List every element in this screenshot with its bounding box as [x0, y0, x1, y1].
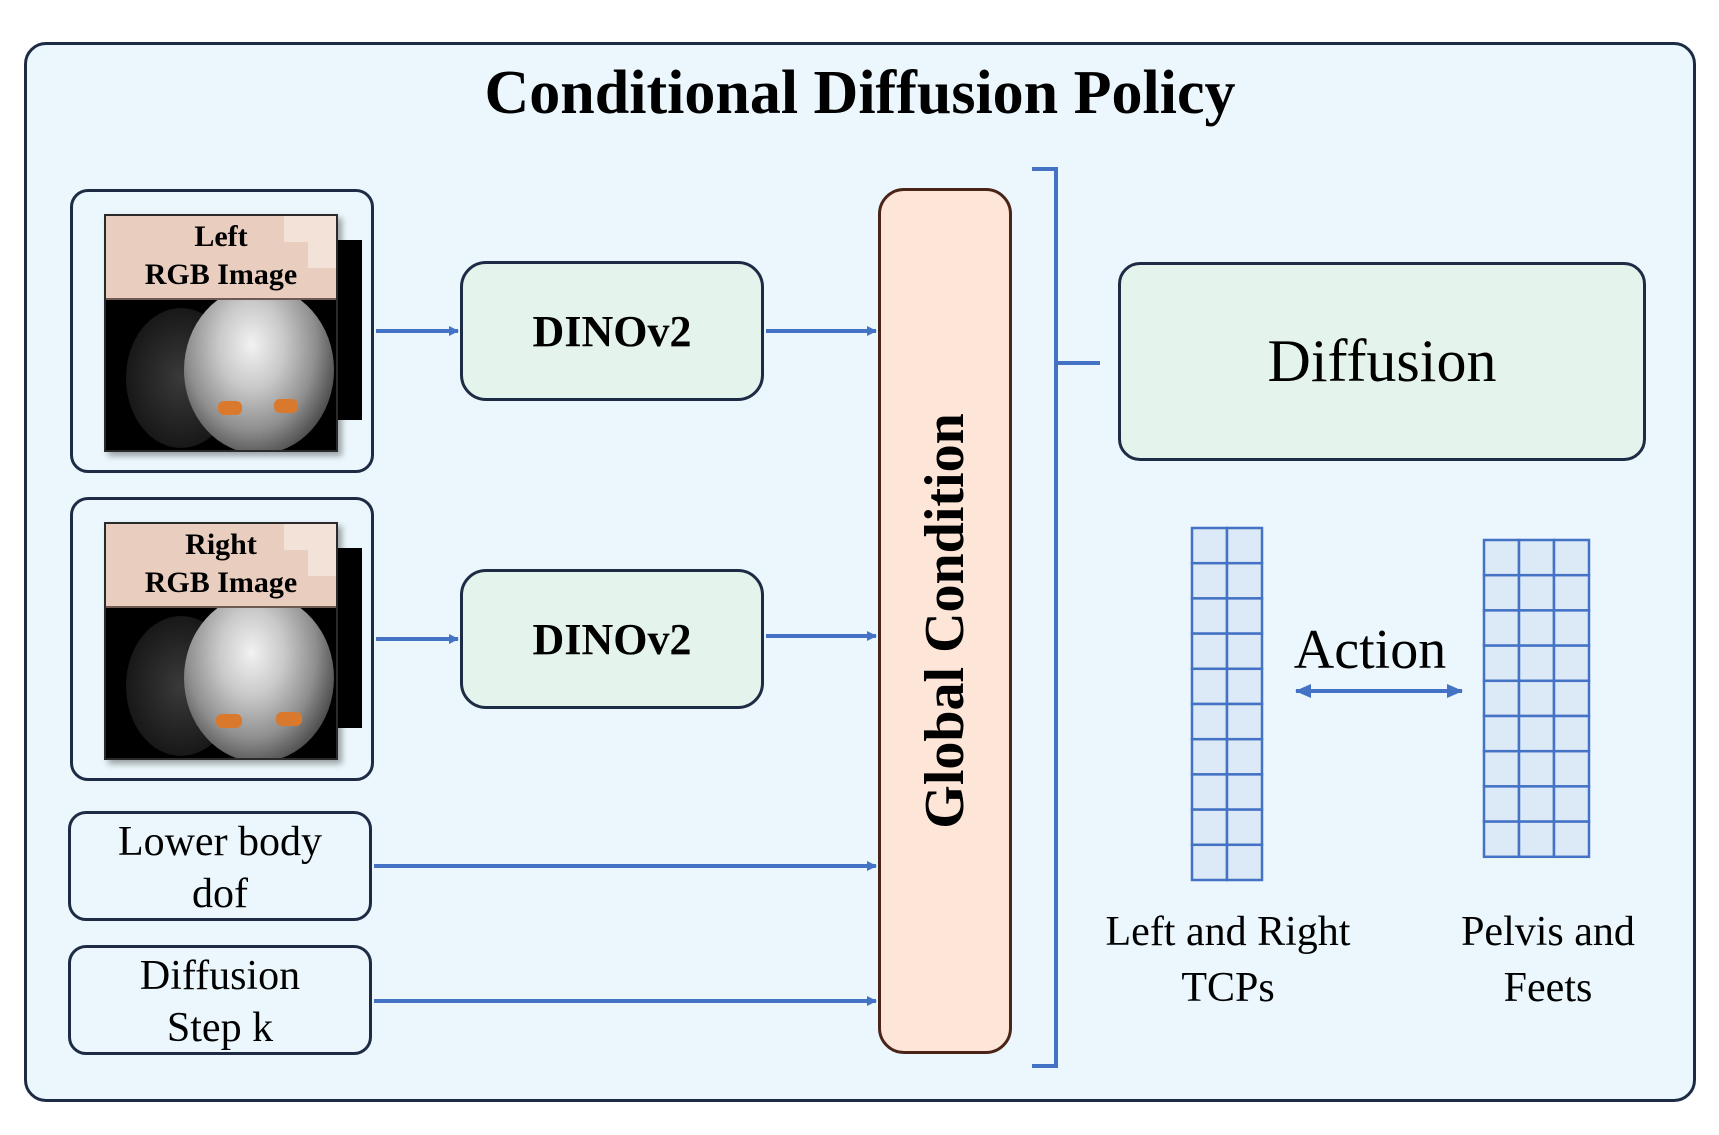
diagram-title: Conditional Diffusion Policy — [484, 59, 1236, 127]
action-grids — [1190, 526, 1591, 882]
tcp-action-grid-cell — [1190, 561, 1229, 600]
lower-body-line2: dof — [192, 871, 248, 917]
right-banner-highlight-2 — [308, 550, 336, 576]
diffusion-step-line1: Diffusion — [139, 953, 301, 999]
tcp-action-grid-cell — [1225, 808, 1264, 847]
diffusion-step-line2: Step k — [166, 1005, 274, 1051]
tcp-action-grid-cell — [1190, 632, 1229, 671]
diffusion-step-box: Diffusion Step k — [68, 945, 372, 1055]
right-gripper-right — [276, 712, 302, 726]
pelvis-action-grid-cell — [1482, 679, 1521, 718]
pelvis-action-grid-cell — [1517, 609, 1556, 647]
pelvis-action-grid-cell — [1552, 644, 1591, 683]
left-gripper-right — [274, 399, 298, 413]
dinov2-encoder-top: DINOv2 — [460, 261, 764, 401]
dinov2-encoder-bottom: DINOv2 — [460, 569, 764, 709]
left-banner-highlight-2 — [308, 242, 336, 268]
tcp-action-grid-cell — [1190, 667, 1229, 706]
condition-bracket — [1032, 167, 1100, 1068]
left-image-label-line2: RGB Image — [144, 258, 298, 291]
pelvis-action-grid-cell — [1482, 573, 1521, 612]
left-fisheye-view — [184, 286, 334, 450]
pelvis-action-grid-cell — [1552, 714, 1591, 753]
tcp-action-grid-cell — [1225, 773, 1264, 811]
right-image-label-line1: Right — [185, 528, 257, 561]
left-gripper-left — [218, 401, 242, 415]
pelvis-action-grid-cell — [1517, 749, 1556, 788]
pelvis-caption-line1: Pelvis and — [1461, 909, 1635, 955]
tcp-action-grid — [1190, 526, 1264, 882]
tcp-action-grid-cell — [1225, 667, 1264, 706]
tcp-action-grid-cell — [1225, 526, 1264, 565]
tcp-action-grid-cell — [1190, 702, 1229, 741]
tcp-action-grid-cell — [1190, 737, 1229, 776]
pelvis-action-grid-cell — [1482, 714, 1521, 753]
tcp-action-grid-cell — [1190, 808, 1229, 847]
tcp-action-grid-cell — [1190, 526, 1229, 565]
tcp-action-grid-cell — [1225, 843, 1264, 882]
global-condition-block — [878, 188, 1012, 1054]
right-image-label-line2: RGB Image — [144, 566, 298, 599]
pelvis-action-grid-cell — [1517, 679, 1556, 718]
pelvis-action-grid-cell — [1517, 644, 1556, 683]
tcp-action-grid-cell — [1190, 843, 1229, 882]
pelvis-action-grid-cell — [1517, 573, 1556, 612]
pelvis-action-grid — [1482, 538, 1591, 859]
tcp-action-grid-cell — [1225, 632, 1264, 671]
pelvis-action-grid-cell — [1552, 679, 1591, 718]
lower-body-line1: Lower body — [117, 819, 323, 865]
pelvis-action-grid-cell — [1517, 820, 1556, 859]
pelvis-action-grid-cell — [1482, 644, 1521, 683]
tcp-action-grid-cell — [1225, 737, 1264, 776]
pelvis-action-grid-cell — [1552, 573, 1591, 612]
tcp-caption-line2: TCPs — [1181, 965, 1275, 1011]
pelvis-action-grid-cell — [1552, 749, 1591, 788]
right-gripper-left — [216, 714, 242, 728]
tcp-caption-line1: Left and Right — [1105, 909, 1351, 955]
pelvis-action-grid-cell — [1482, 820, 1521, 859]
lower-body-dof-box: Lower body dof — [68, 811, 372, 921]
pelvis-action-grid-cell — [1552, 538, 1591, 577]
right-rgb-image: Right RGB Image — [104, 522, 338, 760]
tcp-action-grid-cell — [1225, 597, 1264, 635]
left-image-label-line1: Left — [194, 220, 248, 253]
arrow-group — [374, 326, 1463, 1006]
tcp-caption: Left and Right TCPs — [1068, 904, 1388, 1016]
left-banner-highlight — [284, 216, 336, 242]
right-fisheye-view — [184, 594, 334, 758]
tcp-action-grid-cell — [1190, 597, 1229, 635]
left-image-banner: Left RGB Image — [106, 216, 336, 300]
pelvis-action-grid-cell — [1552, 609, 1591, 647]
pelvis-action-grid-cell — [1517, 538, 1556, 577]
right-banner-highlight — [284, 524, 336, 550]
pelvis-action-grid-cell — [1552, 820, 1591, 859]
tcp-action-grid-cell — [1225, 702, 1264, 741]
pelvis-caption: Pelvis and Feets — [1398, 904, 1698, 1016]
pelvis-action-grid-cell — [1482, 609, 1521, 647]
pelvis-action-grid-cell — [1517, 785, 1556, 823]
pelvis-action-grid-cell — [1552, 785, 1591, 823]
tcp-action-grid-cell — [1225, 561, 1264, 600]
diffusion-block: Diffusion — [1118, 262, 1646, 461]
left-rgb-image: Left RGB Image — [104, 214, 338, 452]
pelvis-action-grid-cell — [1482, 785, 1521, 823]
pelvis-action-grid-cell — [1517, 714, 1556, 753]
pelvis-caption-line2: Feets — [1503, 965, 1593, 1011]
pelvis-action-grid-cell — [1482, 538, 1521, 577]
right-image-banner: Right RGB Image — [106, 524, 336, 608]
tcp-action-grid-cell — [1190, 773, 1229, 811]
pelvis-action-grid-cell — [1482, 749, 1521, 788]
action-label: Action — [1293, 619, 1447, 681]
